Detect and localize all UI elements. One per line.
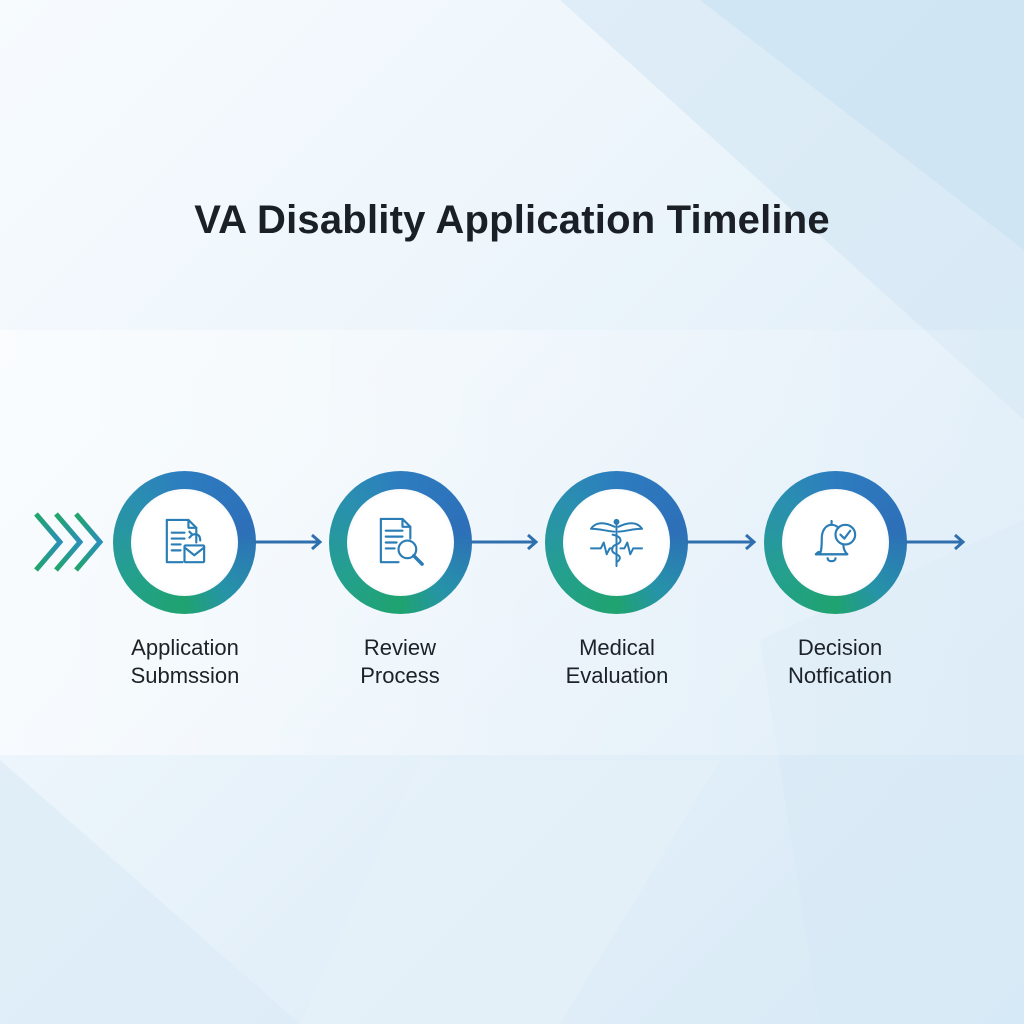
step-node-medical-evaluation xyxy=(545,471,688,614)
document-magnifier-icon xyxy=(379,517,424,566)
arrow-connector-3 xyxy=(686,533,757,551)
step-label-line1: Medical xyxy=(579,635,655,660)
arrow-connector-4 xyxy=(905,533,966,551)
step-label-line1: Decision xyxy=(797,635,883,660)
step-node-inner xyxy=(782,489,889,596)
step-node-inner xyxy=(563,489,670,596)
step-label-application-submission: Application Submssion xyxy=(90,634,280,690)
chevrons-icon xyxy=(34,512,104,572)
step-node-inner xyxy=(131,489,238,596)
step-node-application-submission xyxy=(113,471,256,614)
bell-check-icon xyxy=(814,519,857,563)
page-title: VA Disablity Application Timeline xyxy=(194,198,830,242)
step-node-decision-notification xyxy=(764,471,907,614)
step-label-line2: Notfication xyxy=(788,663,892,688)
arrow-connector-1 xyxy=(254,533,323,551)
caduceus-heartbeat-icon xyxy=(589,518,644,568)
step-node-review-process xyxy=(329,471,472,614)
step-label-review-process: Review Process xyxy=(305,634,495,690)
step-label-medical-evaluation: Medical Evaluation xyxy=(522,634,712,690)
step-label-line1: Review xyxy=(363,635,437,660)
step-node-inner xyxy=(347,489,454,596)
step-label-line2: Evaluation xyxy=(565,663,669,688)
step-label-decision-notification: Decision Notfication xyxy=(745,634,935,690)
document-envelope-icon xyxy=(165,518,206,564)
arrow-connector-2 xyxy=(470,533,539,551)
step-label-line1: Application xyxy=(131,635,239,660)
step-label-line2: Submssion xyxy=(130,663,240,688)
step-label-line2: Process xyxy=(360,663,440,688)
